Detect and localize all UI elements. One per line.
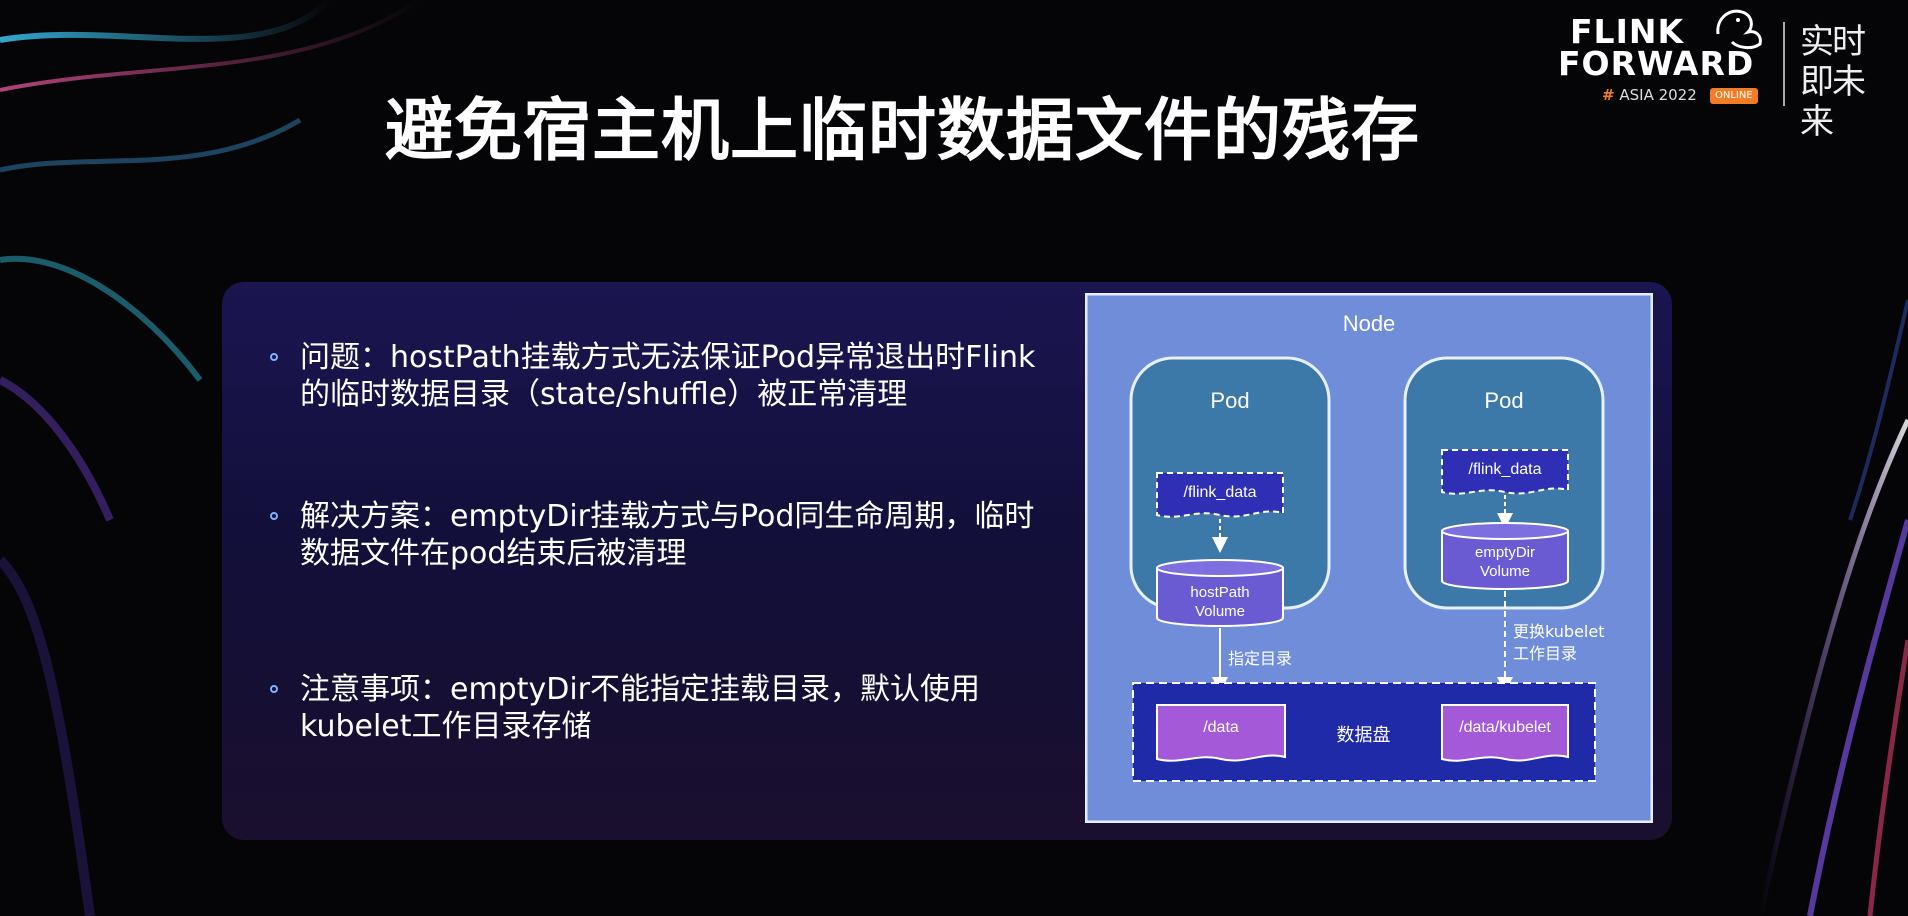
arrow-right-label: 更换kubelet 工作目录	[1513, 621, 1604, 665]
node-diagram: Node Pod Pod /flink_data /flink_data hos…	[1084, 292, 1654, 824]
logo-line1: FLINK	[1570, 12, 1685, 51]
bullet-line: 的临时数据目录（state/shuffle）被正常清理	[300, 377, 908, 412]
bullet-line: 问题：hostPath挂载方式无法保证Pod异常退出时Flink	[300, 340, 1036, 375]
data-disk-label: 数据盘	[1336, 725, 1391, 746]
pod-left-volume-line2: Volume	[1194, 603, 1246, 620]
logo-event-text: ASIA 2022	[1619, 86, 1697, 104]
bullet-dot-icon	[270, 353, 278, 361]
pod-right-volume-label: emptyDir Volume	[1442, 543, 1568, 581]
logo-hash: #	[1602, 86, 1615, 104]
bullet-item-notes: 注意事项：emptyDir不能指定挂载目录，默认使用 kubelet工作目录存储	[270, 671, 1080, 745]
flink-forward-logo: FLINK FORWARD # ASIA 2022 ONLINE 实时即未来	[1558, 8, 1898, 142]
pod-left-dir: /flink_data	[1183, 484, 1257, 501]
bullet-line: 数据文件在pod结束后被清理	[300, 536, 687, 571]
pod-right-volume	[1441, 522, 1569, 590]
logo-event: # ASIA 2022	[1602, 86, 1697, 104]
slide-title: 避免宿主机上临时数据文件的残存	[385, 92, 1421, 171]
arrow-right-label-line1: 更换kubelet	[1513, 622, 1605, 641]
arrow-left-label: 指定目录	[1228, 649, 1293, 668]
disk-right-label: /data/kubelet	[1459, 719, 1551, 736]
bullet-line: kubelet工作目录存储	[300, 709, 592, 744]
node-label: Node	[1342, 311, 1396, 336]
logo-badge: ONLINE	[1710, 88, 1758, 104]
bullet-dot-icon	[270, 685, 278, 693]
disk-right-file	[1441, 704, 1569, 762]
pod-left-volume	[1156, 559, 1284, 627]
arrow-right-label-line2: 工作目录	[1513, 644, 1578, 663]
pod-left-volume-label: hostPath Volume	[1157, 583, 1283, 621]
bullet-item-solution: 解决方案：emptyDir挂载方式与Pod同生命周期，临时 数据文件在pod结束…	[270, 498, 1080, 572]
bullet-line: 注意事项：emptyDir不能指定挂载目录，默认使用	[300, 672, 981, 707]
pod-right-label: Pod	[1484, 388, 1524, 413]
logo-tagline: 实时即未来	[1800, 22, 1866, 142]
pod-right-volume-line1: emptyDir	[1474, 544, 1535, 561]
pod-left-volume-line1: hostPath	[1190, 584, 1250, 601]
disk-left-label: /data	[1203, 719, 1239, 736]
pod-left-dir-box	[1156, 472, 1284, 518]
bullet-item-problem: 问题：hostPath挂载方式无法保证Pod异常退出时Flink 的临时数据目录…	[270, 339, 1080, 413]
disk-left-file	[1156, 704, 1286, 762]
pod-right-dir: /flink_data	[1468, 461, 1542, 478]
logo-line2: FORWARD	[1558, 44, 1755, 83]
pod-right-volume-line2: Volume	[1479, 563, 1531, 580]
bullet-dot-icon	[270, 512, 278, 520]
pod-left-label: Pod	[1210, 388, 1250, 413]
bullet-line: 解决方案：emptyDir挂载方式与Pod同生命周期，临时	[300, 499, 1035, 534]
node-diagram-shapes	[1084, 292, 1654, 824]
pod-right-dir-box	[1441, 449, 1569, 495]
squirrel-mascot-icon	[1716, 9, 1762, 50]
logo-divider	[1783, 22, 1785, 106]
